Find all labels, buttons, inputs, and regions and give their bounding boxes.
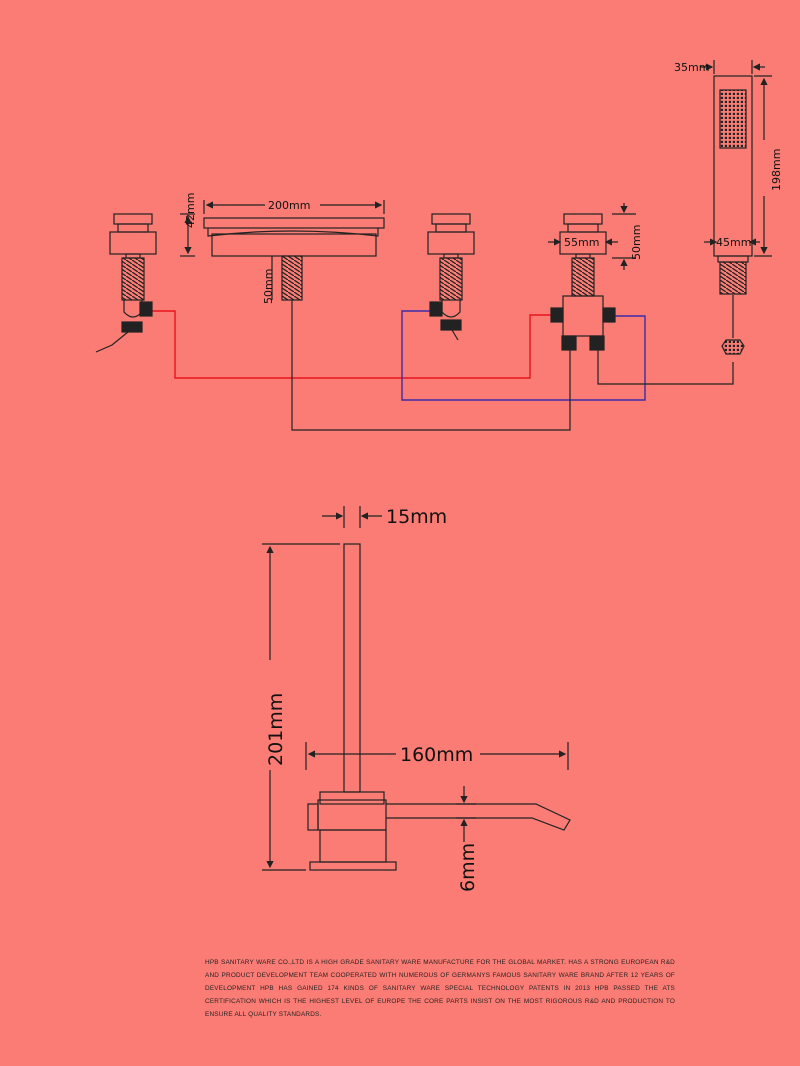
- dim-shower-length: 198mm: [754, 75, 783, 257]
- side-view-faucet: [307, 543, 571, 871]
- dim-spout-tail: 50mm: [262, 256, 275, 304]
- dim-label-201mm: 201mm: [265, 693, 287, 766]
- cold-water-line: [401, 310, 646, 401]
- dim-label-15mm: 15mm: [386, 506, 447, 528]
- dim-total-height: 201mm: [262, 543, 340, 871]
- diverter-valve: [550, 213, 616, 351]
- spout-outlet-line: [291, 300, 571, 431]
- dim-spout-thickness: 6mm: [456, 786, 479, 892]
- dim-label-55mm: 55mm: [564, 236, 599, 249]
- dim-label-198mm: 198mm: [770, 149, 783, 191]
- dim-shower-width: 35mm: [674, 60, 765, 74]
- dim-spout-width: 200mm: [203, 199, 385, 214]
- dim-label-50mm-diverter: 50mm: [630, 225, 643, 260]
- dim-diverter-height: 50mm: [612, 203, 643, 270]
- dim-shower-base: 45mm: [704, 236, 760, 249]
- company-description: HPB SANITARY WARE CO.,LTD IS A HIGH GRAD…: [205, 959, 675, 1018]
- cold-handle-valve: [427, 213, 475, 341]
- dim-label-45mm: 45mm: [716, 236, 751, 249]
- connection-lines: [152, 295, 734, 431]
- dim-label-160mm: 160mm: [400, 744, 473, 766]
- dim-top-width: 15mm: [322, 506, 447, 528]
- waterfall-spout: [203, 217, 385, 301]
- dim-label-6mm: 6mm: [457, 843, 479, 892]
- dim-label-200mm: 200mm: [268, 199, 310, 212]
- dim-label-42mm: 42mm: [184, 193, 197, 228]
- dim-label-35mm: 35mm: [674, 61, 709, 74]
- hot-handle-valve: [95, 213, 157, 353]
- hot-water-line: [152, 310, 555, 379]
- hand-shower: [713, 75, 753, 355]
- dim-handle-height: 42mm: [180, 193, 197, 257]
- shower-outlet-line: [597, 350, 734, 385]
- dim-diverter-width: 55mm: [548, 236, 618, 249]
- dim-label-50mm-spout: 50mm: [262, 269, 275, 304]
- dim-reach: 160mm: [305, 742, 569, 770]
